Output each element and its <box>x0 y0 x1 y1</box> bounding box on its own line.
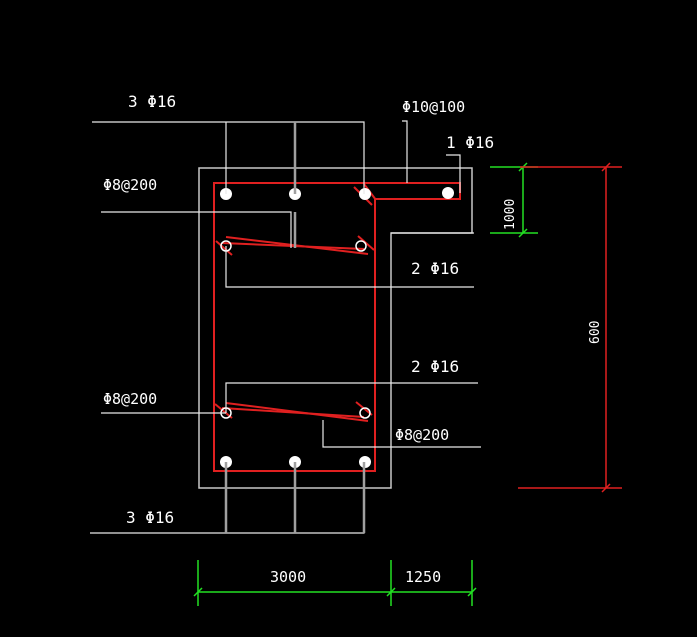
label-corner-bar: 1 Φ16 <box>446 133 494 152</box>
label-bottom-bars: 3 Φ16 <box>126 508 174 527</box>
tie-hook <box>357 235 375 251</box>
label-mid-lower: 2 Φ16 <box>411 357 459 376</box>
label-stirrup-right: Φ10@100 <box>402 98 465 116</box>
tie-hook <box>215 240 233 256</box>
label-top-bars: 3 Φ16 <box>128 92 176 111</box>
label-tie-lower-right: Φ8@200 <box>395 426 449 444</box>
dim-width-left: 3000 <box>270 568 306 586</box>
gray-stems <box>224 122 366 533</box>
middle-rebars <box>220 240 371 419</box>
label-tie-upper: Φ8@200 <box>103 176 157 194</box>
tie-hook <box>214 403 233 419</box>
dim-width-right: 1250 <box>405 568 441 586</box>
dim-height-total: 600 <box>588 321 603 344</box>
dim-flange-height: 1000 <box>503 199 518 230</box>
label-tie-lower-left: Φ8@200 <box>103 390 157 408</box>
lower-tie <box>225 402 369 422</box>
upper-tie <box>225 236 369 255</box>
height-dimension <box>518 162 622 493</box>
label-mid-upper: 2 Φ16 <box>411 259 459 278</box>
width-dimension <box>193 560 477 606</box>
